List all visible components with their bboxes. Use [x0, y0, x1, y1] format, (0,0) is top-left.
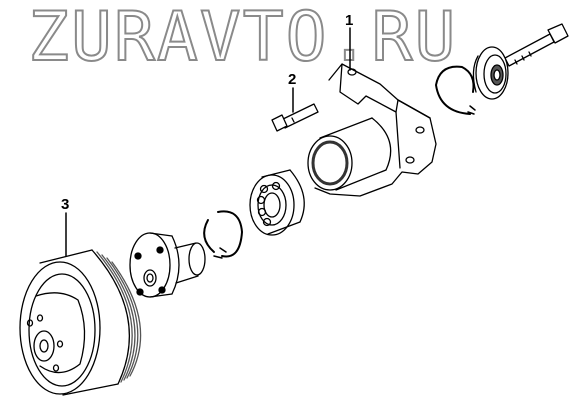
long-bolt — [504, 23, 569, 67]
snap-ring-left — [203, 210, 243, 259]
callout-2: 2 — [288, 71, 297, 88]
hub-flange — [129, 232, 206, 298]
callout-1: 1 — [345, 12, 354, 29]
short-bolt — [271, 103, 319, 132]
pulley — [19, 249, 142, 396]
callout-3: 3 — [61, 196, 70, 213]
seal-washer — [472, 46, 509, 100]
bearing — [249, 169, 305, 236]
snap-ring-right — [435, 65, 476, 115]
housing — [307, 63, 437, 197]
watermark-text: ZURAVTO.RU — [27, 0, 458, 77]
